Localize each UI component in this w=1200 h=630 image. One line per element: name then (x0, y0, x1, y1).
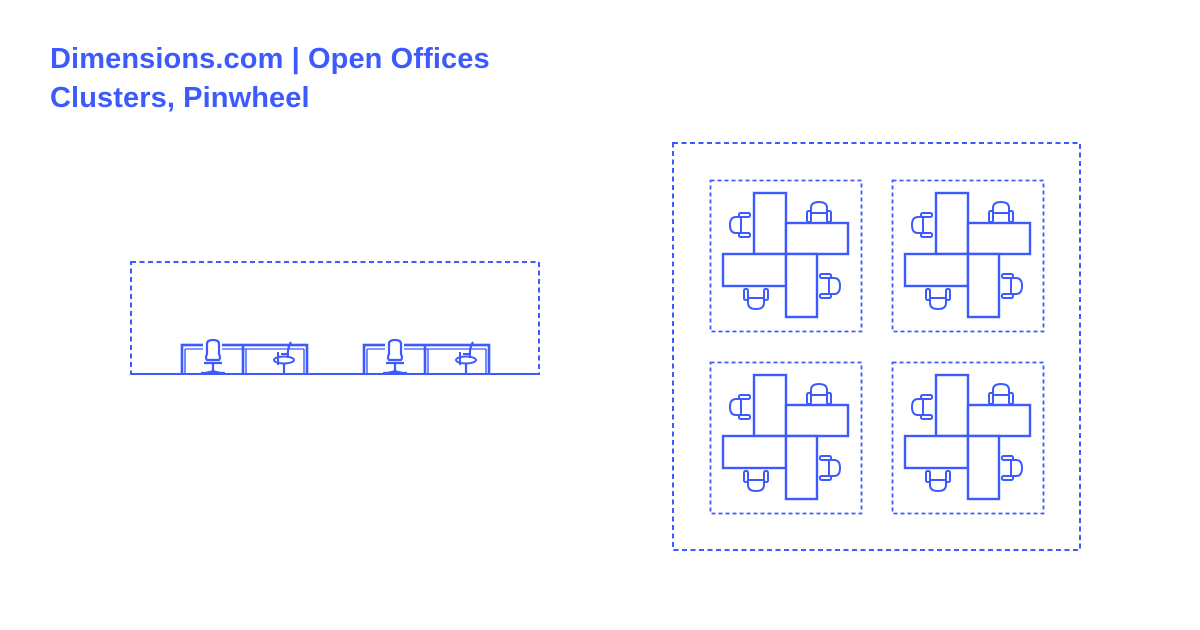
title-line-2: Clusters, Pinwheel (50, 82, 310, 114)
elevation-view (120, 261, 550, 395)
pinwheel-cluster-4 (893, 363, 1044, 514)
pinwheel-cluster-3 (711, 363, 862, 514)
pinwheel-cluster-1 (711, 181, 862, 332)
title-line-1: Dimensions.com | Open Offices (50, 43, 490, 75)
plan-view (672, 142, 1081, 551)
elevation-boundary (130, 261, 540, 375)
plan-boundary (672, 142, 1081, 551)
page-title: Dimensions.com | Open Offices Clusters, … (50, 40, 490, 118)
pinwheel-cluster-2 (893, 181, 1044, 332)
